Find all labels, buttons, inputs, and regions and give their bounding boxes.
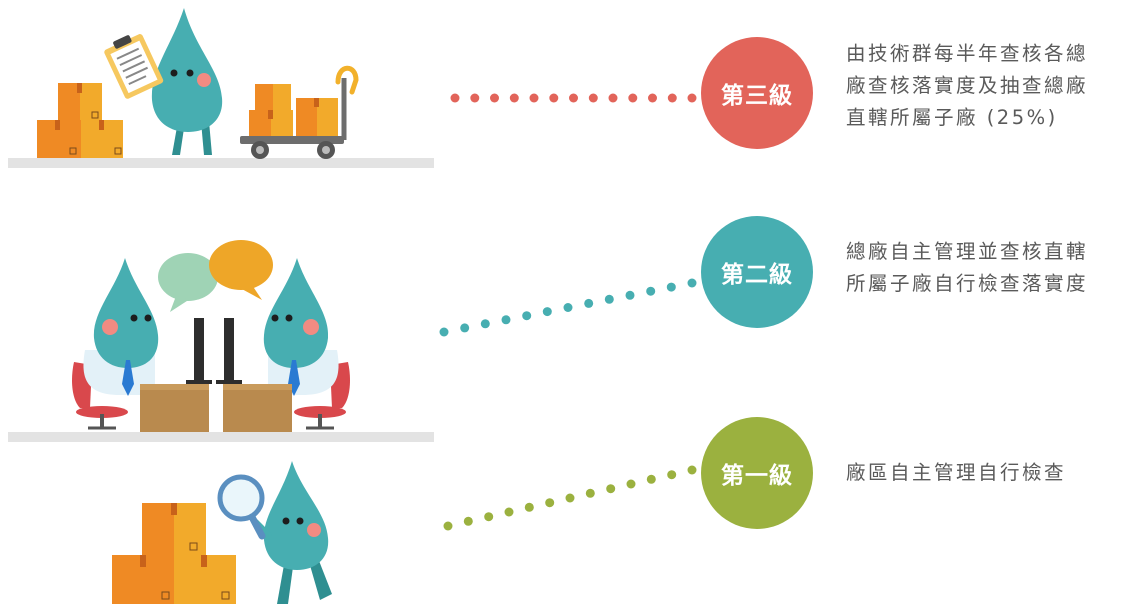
level3-description-line: 廠查核落實度及抽查總廠 — [846, 74, 1089, 97]
connector-dot — [667, 470, 677, 480]
level1-description-line: 廠區自主管理自行檢查 — [846, 461, 1067, 484]
shelf-top — [8, 158, 434, 168]
connector-dot — [608, 93, 618, 103]
level1-label: 第一級 — [721, 463, 793, 489]
connector-dot — [666, 282, 676, 292]
connector-dot — [545, 498, 555, 508]
level3-label: 第三級 — [721, 83, 793, 109]
connector-dot — [549, 93, 559, 103]
connector-dot — [628, 93, 638, 103]
left-worker-mascot-icon — [72, 258, 159, 430]
level1-badge: 第一級 — [701, 417, 813, 529]
trolley-icon — [240, 65, 359, 159]
level3-description: 由技術群每半年查核各總 廠查核落實度及抽查總廠 直轄所屬子廠 (25%) — [846, 38, 1088, 134]
connector-dot — [443, 521, 453, 531]
connector-dot — [687, 278, 697, 288]
level3-description-line: 直轄所屬子廠 (25%) — [846, 106, 1058, 129]
connector-dots-level3 — [450, 93, 697, 103]
connector-dot — [529, 93, 539, 103]
connector-dot — [524, 502, 534, 512]
level3-scene — [8, 8, 434, 168]
desk-icon — [140, 384, 292, 432]
connector-dot — [584, 298, 594, 308]
connector-dot — [687, 93, 697, 103]
level2-label: 第二級 — [721, 262, 793, 288]
clipboard-icon — [104, 34, 164, 99]
level2-description-line: 總廠自主管理並查核直轄 — [846, 240, 1089, 263]
level1-scene — [112, 461, 332, 604]
connector-dot — [504, 507, 514, 517]
monitor-icon — [186, 318, 242, 384]
level2-description-line: 所屬子廠自行檢查落實度 — [846, 272, 1089, 295]
connector-dot — [687, 465, 697, 475]
connector-dot — [463, 516, 473, 526]
connector-dot — [565, 493, 575, 503]
level1-description: 廠區自主管理自行檢查 — [846, 457, 1066, 489]
connector-dot — [522, 311, 532, 321]
connector-dot — [648, 93, 657, 103]
connector-dot — [646, 474, 656, 484]
connector-dot — [667, 93, 677, 103]
connector-dot — [588, 93, 598, 103]
connector-dot — [439, 327, 449, 337]
box-stack-icon — [37, 83, 123, 158]
level2-scene — [8, 240, 434, 442]
connector-dot — [484, 512, 494, 522]
connector-dot — [585, 488, 595, 498]
speech-bubble-icon — [158, 240, 273, 312]
connector-dot — [542, 307, 552, 317]
level3-description-line: 由技術群每半年查核各總 — [846, 42, 1089, 65]
connector-dot — [501, 315, 511, 325]
connector-dot — [470, 93, 480, 103]
connector-dot — [509, 93, 519, 103]
connector-dot — [490, 93, 499, 103]
connector-dot — [460, 323, 470, 333]
level2-description: 總廠自主管理並查核直轄 所屬子廠自行檢查落實度 — [846, 236, 1088, 300]
connector-dot — [563, 303, 573, 312]
connector-dot — [626, 479, 636, 489]
connector-dot — [606, 484, 616, 494]
connector-dot — [480, 319, 490, 329]
inspector-mascot-icon — [251, 461, 332, 604]
connector-dots-level2 — [439, 278, 697, 337]
connector-dots-level1 — [443, 465, 697, 531]
magnifier-icon — [217, 474, 266, 540]
level2-badge: 第二級 — [701, 216, 813, 328]
connector-dot — [604, 294, 614, 304]
right-worker-mascot-icon — [263, 258, 350, 430]
connector-dot — [569, 93, 578, 103]
connector-dot — [625, 290, 635, 300]
level3-badge: 第三級 — [701, 37, 813, 149]
connector-dot — [450, 93, 460, 103]
connector-dot — [646, 286, 656, 296]
box-stack-icon — [112, 503, 236, 604]
shelf-middle — [8, 432, 434, 442]
